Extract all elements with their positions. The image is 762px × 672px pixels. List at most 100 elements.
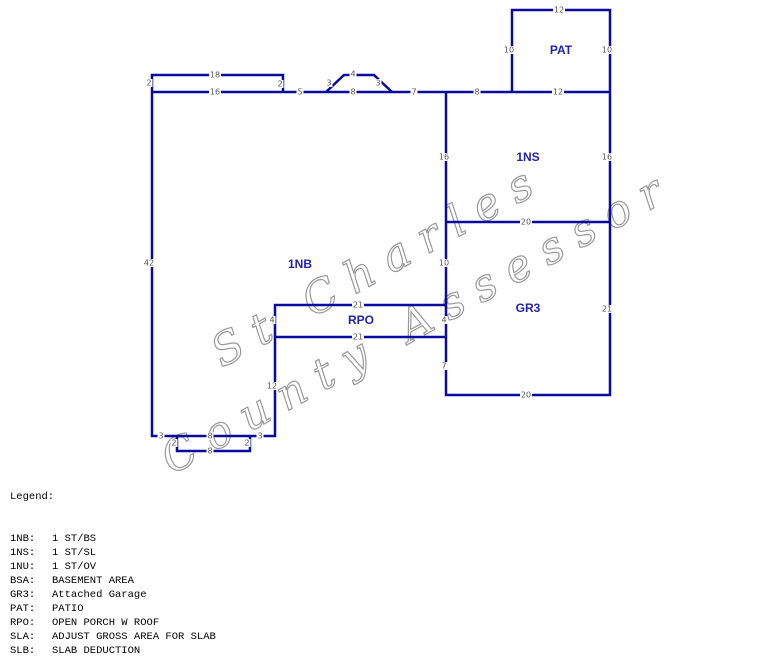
legend-item: 1NU: 1 ST/OV xyxy=(10,560,216,574)
legend-item: BSA: BASEMENT AREA xyxy=(10,574,216,588)
dimension-pat-right: 10 xyxy=(602,46,612,55)
dimension-label-bg xyxy=(438,153,450,161)
dimension-bay-left: 3 xyxy=(326,79,331,88)
dimension-label-bg xyxy=(209,71,221,79)
dimension-top-bump-right: 2 xyxy=(277,80,282,89)
legend-description: PATIO xyxy=(52,603,84,615)
legend-description: ADJUST GROSS AREA FOR SLAB xyxy=(52,631,216,643)
legend-item: SLA: ADJUST GROSS AREA FOR SLAB xyxy=(10,630,216,644)
dimension-label-bg xyxy=(503,46,515,54)
dimension-label-bg xyxy=(349,88,357,96)
dimension-top-12: 12 xyxy=(553,88,563,97)
dimension-label-bg xyxy=(352,301,364,309)
legend-description: OPEN PORCH W ROOF xyxy=(52,617,160,629)
dimension-rpo-left: 4 xyxy=(269,316,274,325)
legend-description: Attached Garage xyxy=(52,589,147,601)
dimension-label-bg xyxy=(243,439,251,447)
dimension-bay-right: 3 xyxy=(375,79,380,88)
area-label-pat: PAT xyxy=(550,43,573,57)
legend-code: BSA: xyxy=(10,575,36,587)
dimension-rpo-bottom: 21 xyxy=(353,333,363,342)
dimension-label-bg xyxy=(296,88,304,96)
dimension-label-bg xyxy=(520,218,532,226)
dimension-label-bg xyxy=(601,153,613,161)
dimension-label-bg xyxy=(601,46,613,54)
dimension-bottom-left-3: 3 xyxy=(158,432,163,441)
dimension-porch-bottom: 8 xyxy=(207,447,212,456)
dimension-label-bg xyxy=(209,88,221,96)
dimension-top-bump-top: 18 xyxy=(210,71,220,80)
dimension-label-bg xyxy=(473,88,481,96)
dimension-lower-12: 12 xyxy=(267,382,277,391)
dimension-label-bg xyxy=(520,391,532,399)
dimension-label-bg xyxy=(552,88,564,96)
dimension-label-bg xyxy=(170,439,178,447)
legend-item: SLB: SLAB DEDUCTION xyxy=(10,644,216,658)
dimension-label-bg xyxy=(410,88,418,96)
dimension-label-bg xyxy=(553,6,565,14)
legend-item: 1NB: 1 ST/BS xyxy=(10,532,216,546)
dimension-label-bg xyxy=(438,259,450,267)
dimension-label-bg xyxy=(256,432,264,440)
dimension-label-bg xyxy=(145,79,153,87)
dimension-bay-top: 4 xyxy=(350,70,355,79)
dimension-mid-16: 16 xyxy=(439,153,449,162)
legend-code: SLA: xyxy=(10,631,36,643)
legend-item: RPO: OPEN PORCH W ROOF xyxy=(10,616,216,630)
dimension-label-bg xyxy=(268,316,276,324)
dimension-bottom-right-3: 3 xyxy=(257,432,262,441)
area-label-1nb: 1NB xyxy=(288,257,312,271)
legend-code: 1NU: xyxy=(10,561,36,573)
dimension-label-bg xyxy=(601,305,613,313)
legend-description: BASEMENT AREA xyxy=(52,575,134,587)
dimension-right-16: 16 xyxy=(602,153,612,162)
legend-code: RPO: xyxy=(10,617,36,629)
legend-code: GR3: xyxy=(10,589,36,601)
legend-description: 1 ST/SL xyxy=(52,547,97,559)
dimension-label-bg xyxy=(206,432,214,440)
dimension-top-8: 8 xyxy=(474,88,479,97)
dimension-ns-gr3-div: 20 xyxy=(521,218,531,227)
legend-description: 1 ST/OV xyxy=(52,561,97,573)
dimension-rpo-top: 21 xyxy=(353,301,363,310)
dimension-bay-base: 8 xyxy=(350,88,355,97)
dimension-top-bump-bottom: 16 xyxy=(210,88,220,97)
area-label-gr3: GR3 xyxy=(516,301,541,315)
dimension-pat-top: 12 xyxy=(554,6,564,15)
legend-item: GR3: Attached Garage xyxy=(10,588,216,602)
dimension-label-bg xyxy=(157,432,165,440)
dimension-label-bg xyxy=(143,259,155,267)
dimension-gr3-bottom: 20 xyxy=(521,391,531,400)
dimension-label-bg xyxy=(266,382,278,390)
legend-code: 1NB: xyxy=(10,533,36,545)
dimension-left-wall: 42 xyxy=(144,259,154,268)
legend-code: SLB: xyxy=(10,645,36,657)
dimension-bottom-8: 8 xyxy=(207,432,212,441)
legend: Legend: 1NB: 1 ST/BS 1NS: 1 ST/SL 1NU: 1 ST/O… xyxy=(10,462,216,672)
dimension-mid-4: 4 xyxy=(441,316,446,325)
dimension-label-bg xyxy=(352,333,364,341)
area-label-1ns: 1NS xyxy=(516,150,539,164)
dimension-label-bg xyxy=(276,80,284,88)
dimension-porch-right: 2 xyxy=(244,439,249,448)
dimension-top-7: 7 xyxy=(411,88,416,97)
legend-title: Legend: xyxy=(10,491,55,503)
dimension-label-bg xyxy=(325,79,333,87)
dimension-pat-left: 10 xyxy=(504,46,514,55)
dimension-top-bump-left: 2 xyxy=(146,79,151,88)
legend-description: 1 ST/BS xyxy=(52,533,97,545)
dimension-right-21: 21 xyxy=(602,305,612,314)
dimension-label-bg xyxy=(206,447,214,455)
dimension-mid-7: 7 xyxy=(441,362,446,371)
dimension-label-bg xyxy=(349,70,357,78)
dimension-label-bg xyxy=(440,362,448,370)
legend-item: PAT:PATIO xyxy=(10,602,216,616)
dimension-label-bg xyxy=(440,316,448,324)
area-label-rpo: RPO xyxy=(348,313,374,327)
dimension-mid-10: 10 xyxy=(439,259,449,268)
legend-code: 1NS: xyxy=(10,547,36,559)
legend-description: SLAB DEDUCTION xyxy=(52,645,141,657)
dimension-top-5: 5 xyxy=(297,88,302,97)
